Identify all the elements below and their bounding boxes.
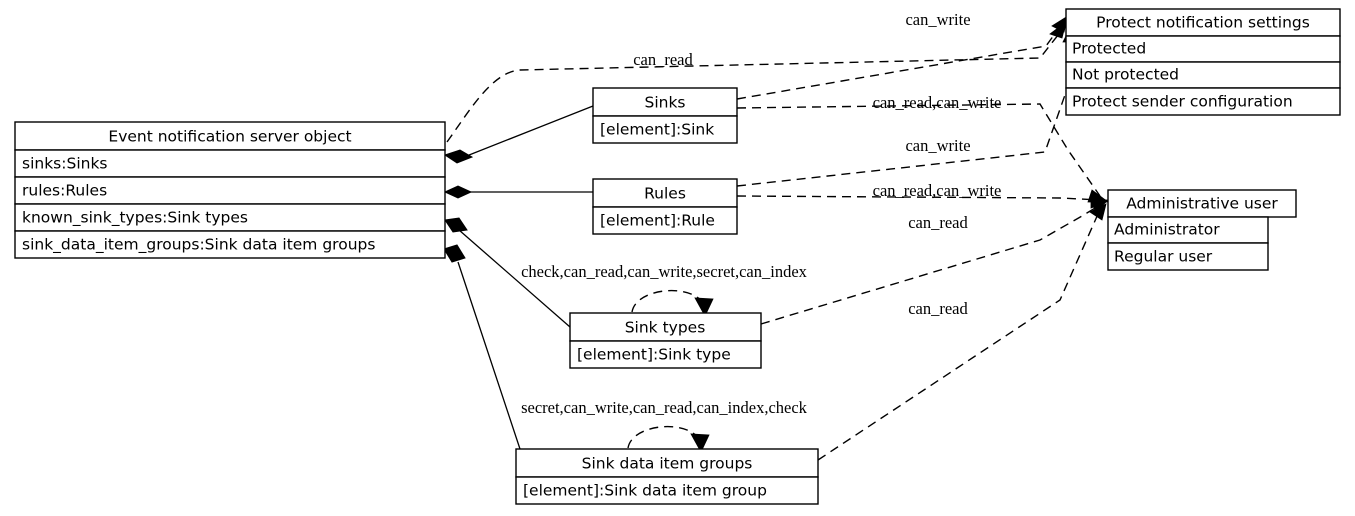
class-row-sink-data-item-groups-element: [element]:Sink data item group — [523, 482, 767, 500]
class-row-known-sink-types-attr: known_sink_types:Sink types — [22, 209, 248, 228]
class-title-event-notification-server-object: Event notification server object — [108, 128, 351, 146]
class-title-rules: Rules — [644, 185, 686, 203]
class-box-sink-types[interactable]: Sink types [element]:Sink type — [569, 312, 762, 369]
class-row-sink-types-element: [element]:Sink type — [577, 346, 731, 364]
edge-sink-types-to-admin-user — [760, 204, 1101, 325]
class-title-administrative-user: Administrative user — [1126, 195, 1278, 213]
composition-diamond-sink-types — [444, 217, 468, 233]
class-box-event-notification-server-object[interactable]: Event notification server object sinks:S… — [14, 121, 446, 259]
class-title-sinks: Sinks — [644, 94, 685, 112]
edge-label-server-to-protect-settings: can_read — [633, 50, 693, 69]
class-row-regular-user: Regular user — [1114, 248, 1213, 266]
arrowhead-sink-types-self-loop — [694, 297, 714, 317]
edge-server-to-sinks — [458, 105, 594, 160]
arrowhead-sink-data-item-groups-to-admin-user — [1089, 203, 1107, 221]
class-row-rules-attr: rules:Rules — [22, 182, 107, 200]
class-title-sink-data-item-groups: Sink data item groups — [582, 455, 753, 473]
edge-sink-data-item-groups-self-loop — [627, 425, 700, 449]
composition-diamond-sink-data-item-groups — [443, 244, 466, 263]
edge-label-rules-to-protect-settings: can_write — [905, 136, 970, 155]
class-box-sink-data-item-groups[interactable]: Sink data item groups [element]:Sink dat… — [515, 448, 819, 505]
edge-server-to-sink-data-item-groups — [457, 261, 521, 450]
class-box-sinks[interactable]: Sinks [element]:Sink — [592, 87, 738, 144]
class-title-protect-notification-settings: Protect notification settings — [1096, 14, 1310, 32]
class-row-protected: Protected — [1072, 40, 1146, 58]
edge-sinks-to-admin-user — [736, 103, 1101, 197]
class-box-rules[interactable]: Rules [element]:Rule — [592, 178, 738, 235]
class-row-sinks-element: [element]:Sink — [600, 121, 714, 139]
edge-rules-to-admin-user — [736, 195, 1101, 201]
composition-diamond-rules — [443, 185, 473, 199]
edge-label-sink-data-item-groups-self-loop: secret,can_write,can_read,can_index,chec… — [521, 398, 808, 417]
edge-sink-types-self-loop — [631, 289, 704, 313]
class-row-sinks-attr: sinks:Sinks — [22, 155, 108, 173]
edge-sinks-to-protect-settings — [736, 23, 1063, 100]
composition-diamond-sinks — [443, 149, 474, 164]
class-row-protect-sender-configuration: Protect sender configuration — [1072, 93, 1293, 111]
class-row-rules-element: [element]:Rule — [600, 212, 715, 230]
class-box-administrative-user[interactable]: Administrative user Administrator Regula… — [1107, 189, 1297, 271]
edge-server-to-protect-settings — [446, 29, 1063, 143]
edge-label-sink-types-self-loop: check,can_read,can_write,secret,can_inde… — [521, 262, 808, 281]
edge-label-sinks-to-protect-settings: can_write — [905, 10, 970, 29]
arrowhead-sink-data-item-groups-self-loop — [690, 433, 710, 453]
edge-label-sink-types-to-admin-user: can_read — [908, 213, 968, 232]
edge-label-rules-to-admin-user: can_read,can_write — [873, 181, 1002, 200]
class-row-not-protected: Not protected — [1072, 66, 1179, 84]
edge-label-sinks-to-admin-user: can_read,can_write — [873, 93, 1002, 112]
class-box-protect-notification-settings[interactable]: Protect notification settings Protected … — [1065, 8, 1341, 116]
edge-server-to-sink-types — [458, 229, 571, 328]
edge-sink-data-item-groups-to-admin-user — [817, 213, 1099, 461]
class-row-sink-data-item-groups-attr: sink_data_item_groups:Sink data item gro… — [22, 236, 375, 255]
edge-rules-to-protect-settings — [736, 35, 1071, 187]
edge-label-sink-data-item-groups-to-admin-user: can_read — [908, 299, 968, 318]
class-title-sink-types: Sink types — [625, 319, 706, 337]
class-row-administrator: Administrator — [1114, 221, 1220, 239]
